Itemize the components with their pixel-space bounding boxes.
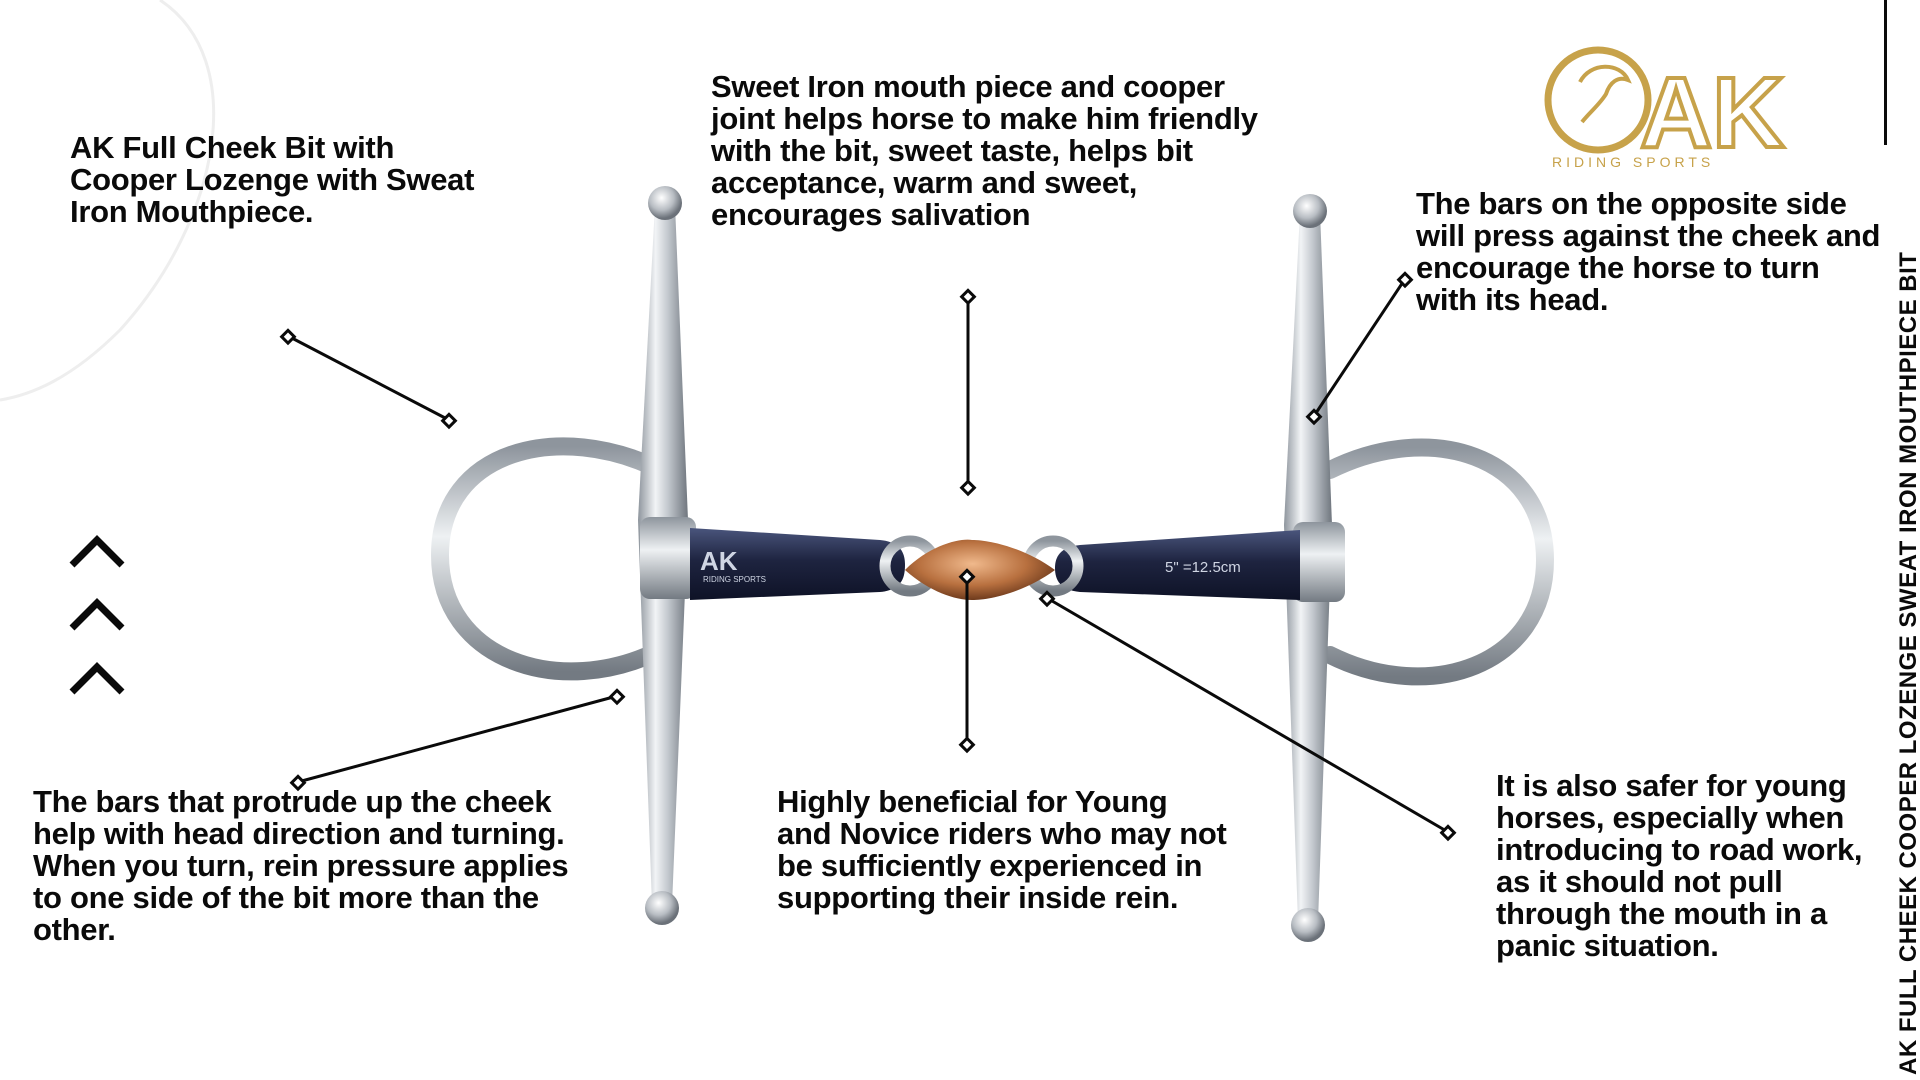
- left-sleeve: [640, 517, 696, 599]
- annotation-top-center: Sweet Iron mouth piece and cooper joint …: [711, 69, 1258, 232]
- right-top-ball: [1293, 194, 1327, 228]
- left-cannon: [690, 528, 905, 600]
- logo-text: AK: [1640, 57, 1784, 169]
- left-top-ball: [648, 186, 682, 220]
- chevron-up-icon: [69, 598, 125, 631]
- annotation-top-left: AK Full Cheek Bit with Cooper Lozenge wi…: [70, 130, 475, 229]
- chevron-up-icon: [69, 662, 125, 695]
- right-bottom-ball: [1291, 908, 1325, 942]
- annotation-bottom-right: It is also safer for young horses, espec…: [1496, 768, 1863, 963]
- right-sleeve: [1293, 522, 1345, 602]
- logo-ring: [1544, 46, 1652, 154]
- brand-logo: AK RIDING SPORTS: [1544, 46, 1786, 171]
- left-ring: [430, 437, 669, 681]
- logo-subtext: RIDING SPORTS: [1552, 154, 1714, 170]
- right-ring: [1321, 438, 1555, 686]
- size-label: 5" =12.5cm: [1165, 559, 1241, 576]
- annotation-bottom-left: The bars that protrude up the cheek help…: [33, 784, 569, 947]
- horse-head-icon: [1578, 64, 1632, 124]
- side-title: AK FULL CHEEK COOPER LOZENGE SWEAT IRON …: [1895, 251, 1920, 1075]
- annotation-bottom-center: Highly beneficial for Young and Novice r…: [777, 784, 1227, 915]
- vertical-divider: [1884, 0, 1887, 145]
- annotation-top-right: The bars on the opposite side will press…: [1416, 186, 1881, 317]
- chevron-up-icon: [69, 535, 125, 568]
- right-cannon: [1055, 530, 1300, 600]
- engraving-sub: RIDING SPORTS: [703, 575, 766, 584]
- background-curve: [0, 0, 216, 402]
- engraving-logo: AK: [700, 546, 738, 576]
- copper-lozenge: [905, 539, 1055, 600]
- left-bottom-ball: [645, 891, 679, 925]
- callout-lines: [279, 271, 1457, 842]
